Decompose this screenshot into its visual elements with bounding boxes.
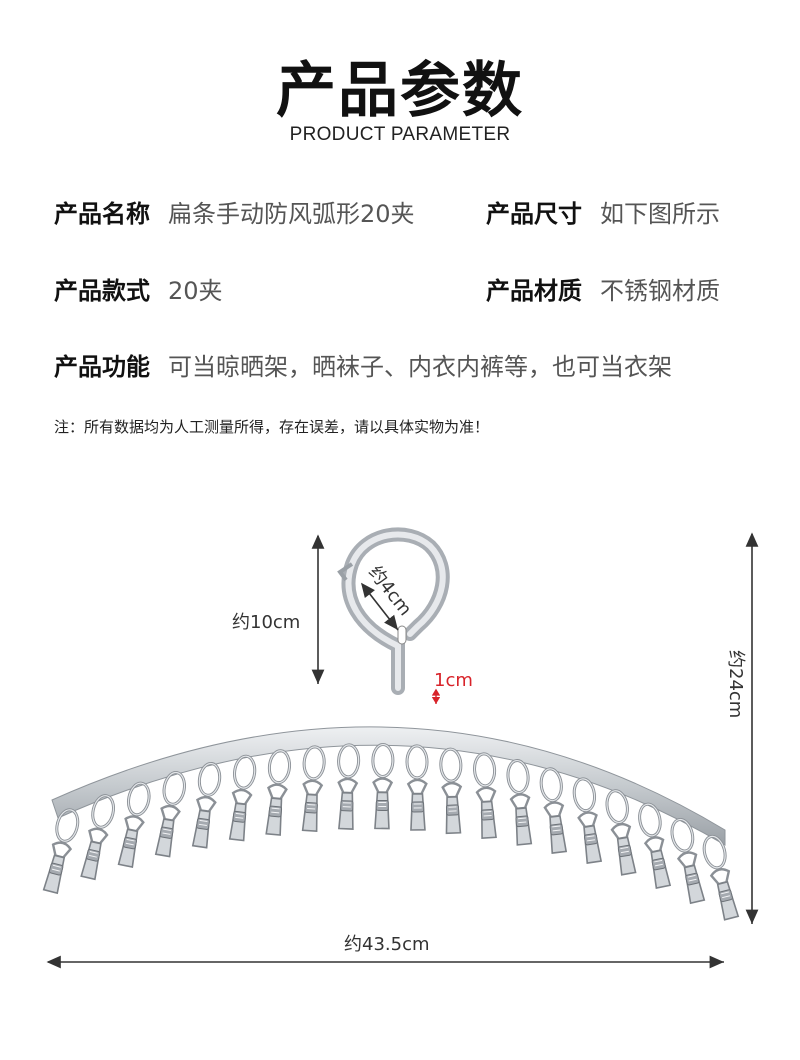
hook: [337, 527, 450, 695]
clip: [228, 754, 257, 842]
clip: [506, 759, 533, 846]
clip: [80, 794, 116, 881]
param-name-value: 扁条手动防风弧形20夹: [168, 200, 415, 228]
param-function-row: 产品功能可当晾晒架，晒袜子、内衣内裤等，也可当衣架: [54, 347, 672, 382]
total-height-label: 约24cm: [725, 650, 746, 718]
product-dimension-diagram: 约10cm 约4cm 1cm 约24cm 约43.5cm: [42, 527, 759, 969]
measurement-note: 注：所有数据均为人工测量所得，存在误差，请以具体实物为准！: [54, 418, 490, 436]
clip: [117, 781, 151, 868]
param-style-row: 产品款式 20夹: [54, 271, 223, 306]
clip: [439, 747, 463, 835]
page-title: 产品参数: [276, 56, 524, 126]
clip: [301, 745, 326, 833]
hook-diameter-label: 约4cm: [364, 562, 416, 620]
param-size-value: 如下图所示: [600, 200, 720, 228]
arc-bar: [51, 726, 726, 846]
param-size-row: 产品尺寸如下图所示: [486, 194, 720, 229]
clip: [191, 761, 222, 849]
total-width-label: 约43.5cm: [344, 934, 430, 955]
clip: [605, 789, 637, 876]
param-material-row: 产品材质不锈钢材质: [486, 271, 720, 306]
param-style-label: 产品款式: [54, 277, 150, 305]
page-subtitle: PRODUCT PARAMETER: [289, 124, 511, 145]
param-style-value: 20夹: [168, 277, 223, 305]
clip: [702, 834, 740, 921]
clip: [539, 767, 568, 854]
clip: [638, 802, 672, 889]
clip: [265, 749, 292, 836]
clip: [42, 808, 80, 895]
bar-thickness-label: 1cm: [434, 670, 473, 691]
clip: [670, 817, 706, 905]
param-material-label: 产品材质: [486, 277, 582, 305]
hook-diameter-dim-line: [361, 582, 399, 631]
param-name-label: 产品名称: [54, 200, 150, 228]
clips-group: [42, 742, 740, 921]
clip: [572, 777, 603, 864]
param-material-value: 不锈钢材质: [600, 277, 720, 305]
hook-height-label: 约10cm: [232, 612, 300, 633]
param-size-label: 产品尺寸: [486, 200, 582, 228]
clip: [405, 744, 429, 831]
param-name-row: 产品名称扁条手动防风弧形20夹: [54, 194, 415, 229]
clip: [337, 743, 361, 830]
param-function-value: 可当晾晒架，晒袜子、内衣内裤等，也可当衣架: [168, 353, 672, 381]
param-function-label: 产品功能: [54, 353, 150, 381]
clip: [371, 742, 395, 830]
clip: [473, 752, 497, 840]
clip: [154, 771, 186, 858]
